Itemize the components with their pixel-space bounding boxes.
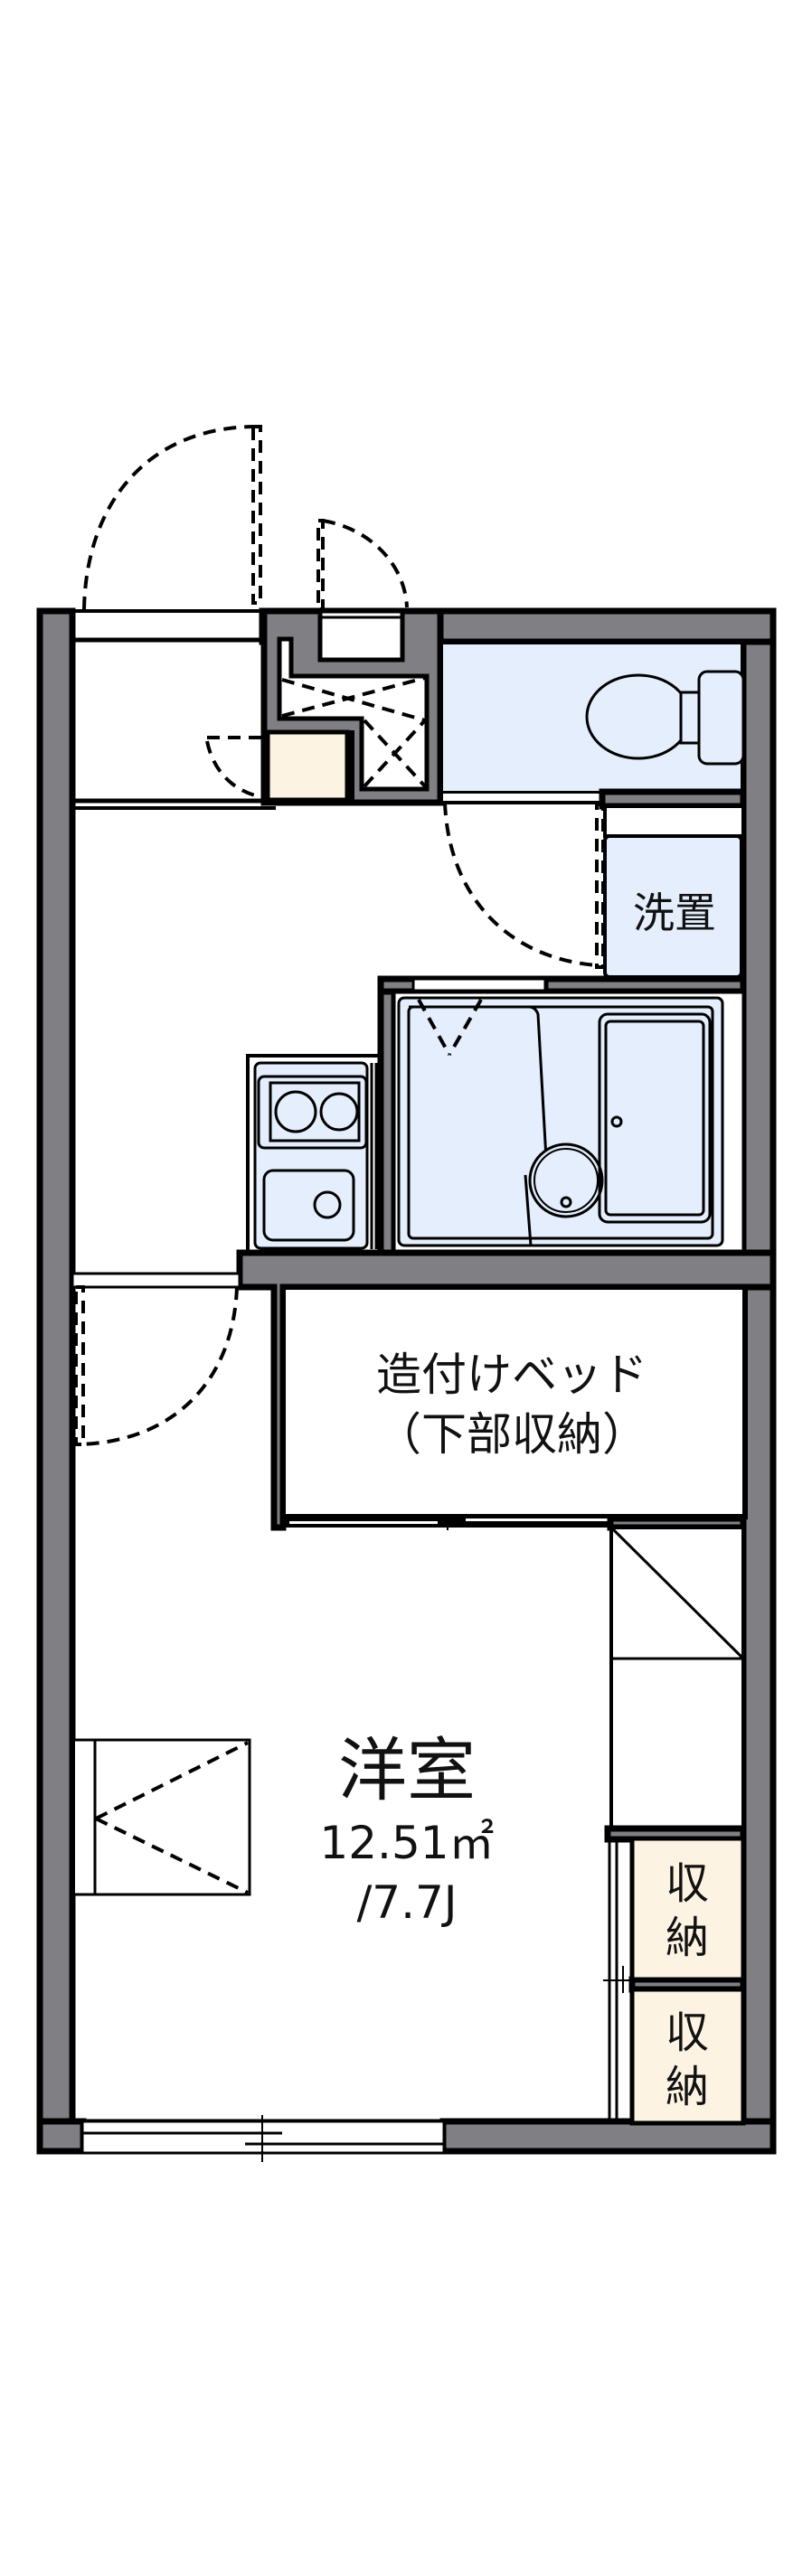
toilet-icon (585, 670, 745, 766)
shoe-cabinet (262, 729, 354, 803)
outer-walls (36, 607, 777, 2155)
room-name: 洋室 (338, 1730, 476, 1810)
loft-ladder (607, 1515, 747, 1841)
storage2-line2: 納 (666, 2062, 709, 2112)
room-door[interactable] (74, 1285, 239, 1446)
washer-space: 洗置 (542, 788, 747, 995)
storage1-line1: 収 (666, 1858, 709, 1909)
sink-icon (262, 1169, 355, 1242)
unit-bath (377, 975, 747, 1258)
room-area: 12.51㎡ (319, 1817, 494, 1869)
toilet-door[interactable] (443, 802, 605, 969)
toilet-room (438, 639, 746, 804)
entrance (70, 609, 276, 810)
storage1-line2: 納 (666, 1913, 709, 1963)
window-left (71, 1738, 251, 1896)
service-door[interactable] (316, 519, 409, 611)
western-room: 洋室 12.51㎡ /7.7J (319, 1730, 494, 1929)
stove-icon (257, 1075, 368, 1150)
bed-label-line1: 造付けベッド (376, 1349, 647, 1401)
bathtub-icon (598, 1012, 712, 1224)
washbasin-icon (528, 1142, 604, 1218)
window-bottom[interactable] (80, 2115, 446, 2162)
storage2-line1: 収 (666, 2007, 709, 2058)
built-in-bed: 造付けベッド （下部収納） (280, 1284, 748, 1530)
storage-closets: 収 納 収 納 (603, 1825, 747, 2126)
kitchen (246, 1054, 382, 1255)
room-jou: /7.7J (356, 1876, 457, 1929)
entrance-door[interactable] (82, 425, 262, 610)
shoe-cabinet-door[interactable] (205, 736, 265, 799)
bed-label-line2: （下部収納） (376, 1408, 647, 1461)
washer-label: 洗置 (633, 888, 716, 937)
